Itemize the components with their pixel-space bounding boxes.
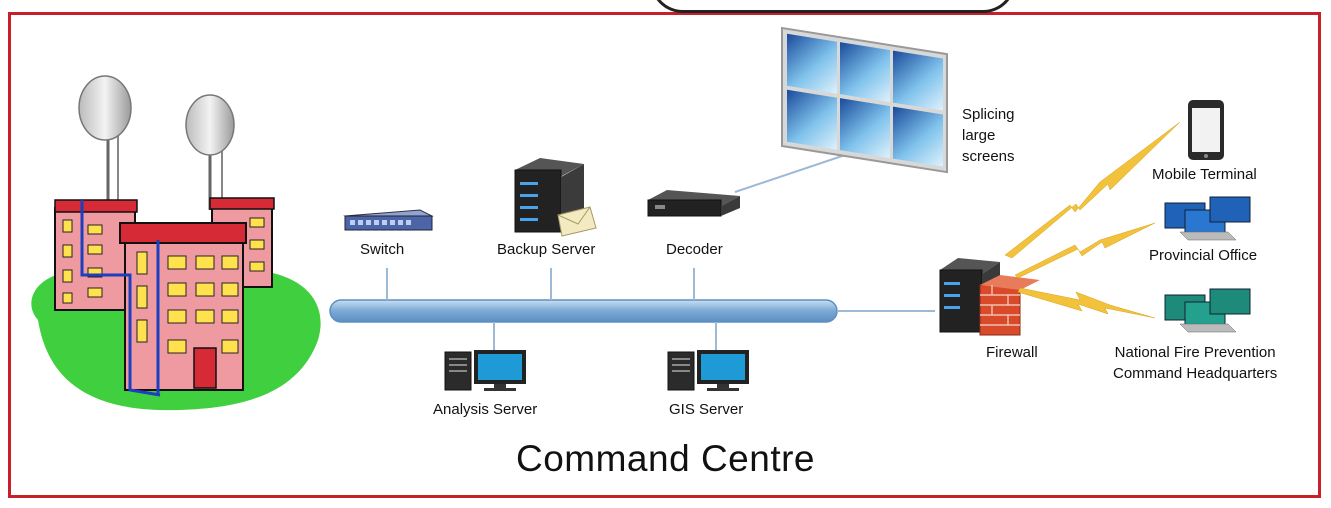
switch-icon: [343, 209, 434, 231]
provincial-office-icon: [1164, 196, 1251, 241]
firewall-label: Firewall: [986, 344, 1038, 361]
network-bus: [329, 299, 838, 323]
analysis-server-icon: [444, 350, 526, 391]
firewall-icon: [939, 258, 1040, 336]
gis-server-icon: [667, 350, 749, 391]
decoder-label: Decoder: [666, 241, 723, 258]
command-centre-frame: [8, 12, 1321, 498]
diagram-title: Command Centre: [515, 438, 815, 479]
national-hq-icon: [1164, 288, 1251, 333]
mobile-terminal-icon: [1188, 100, 1224, 160]
provincial-office-label: Provincial Office: [1149, 247, 1258, 264]
building-cluster-icon: [31, 75, 321, 411]
bus-connectors: [386, 149, 861, 350]
analysis-server-label: Analysis Server: [433, 401, 538, 418]
splicing-screens-label: Splicing large screens: [962, 106, 1015, 165]
antenna-dish-icon: [185, 94, 235, 210]
gis-server-label: GIS Server: [669, 401, 744, 418]
wireless-link-icons: [1004, 121, 1181, 319]
mobile-terminal-label: Mobile Terminal: [1152, 166, 1257, 183]
switch-label: Switch: [360, 241, 405, 258]
backup-server-label: Backup Server: [497, 241, 596, 258]
decoder-icon: [647, 190, 740, 217]
backup-server-icon: [514, 158, 597, 237]
splicing-screen-wall-icon: [781, 26, 948, 174]
antenna-dish-icon: [78, 75, 132, 205]
national-hq-label: National Fire Prevention Command Headqua…: [1113, 344, 1278, 382]
